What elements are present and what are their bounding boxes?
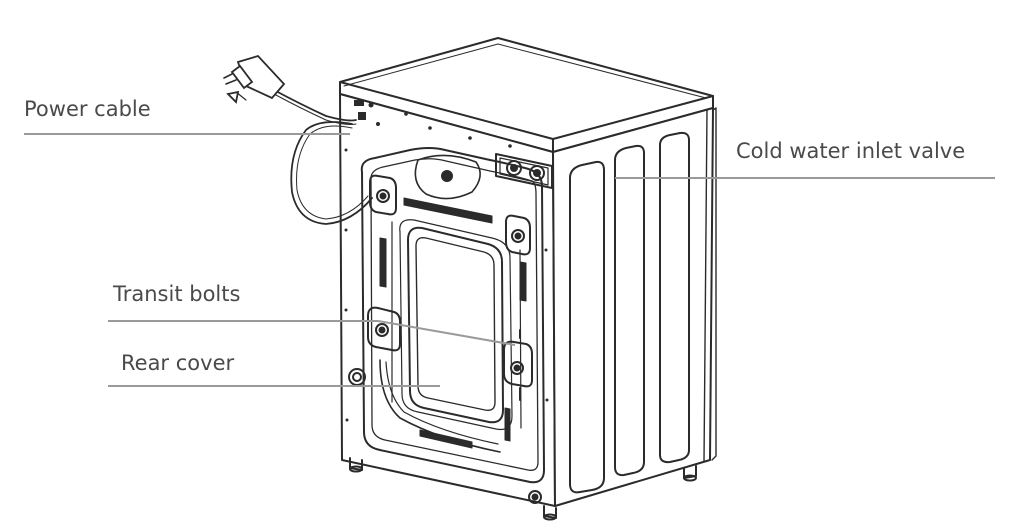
cold-water-inlet-valve-label: Cold water inlet valve — [736, 139, 966, 163]
leader-line-transit-bolts-2 — [377, 320, 516, 346]
rear-cover-label: Rear cover — [121, 351, 235, 375]
transit-bolt-upper-left — [369, 174, 397, 216]
transit-bolt-upper-right — [505, 214, 531, 256]
foot-front-left — [349, 457, 363, 471]
foot-front-right — [543, 505, 557, 519]
transit-bolts-label: Transit bolts — [113, 282, 241, 306]
transit-bolt-lower-right — [503, 340, 533, 388]
side-rib-2 — [614, 144, 645, 477]
rear-window — [407, 226, 504, 424]
cold-water-inlet-valve — [495, 153, 553, 189]
power-cable-label: Power cable — [24, 97, 151, 121]
foot-back-right — [683, 465, 697, 479]
side-rib-1 — [569, 160, 605, 494]
transit-bolt-lower-left — [367, 306, 401, 352]
side-panel — [552, 107, 714, 507]
leader-lines — [24, 133, 995, 387]
plug-icon — [223, 54, 286, 104]
washing-machine-drawing — [339, 37, 717, 521]
power-cable — [223, 54, 373, 225]
side-rib-3 — [659, 131, 690, 464]
rear-cover-outline — [360, 147, 545, 484]
